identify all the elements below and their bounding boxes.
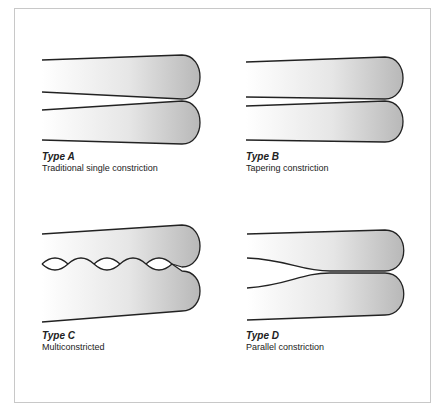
type-heading: Type D [246,330,279,342]
type-description: Multiconstricted [42,342,105,352]
type-heading: Type C [42,330,75,342]
type-description: Parallel constriction [246,342,324,352]
frame [15,9,431,403]
lower-lobe [42,258,200,322]
type-description: Traditional single constriction [42,163,158,173]
upper-lobe [247,230,404,271]
lower-lobe [246,101,403,142]
lower-lobe [247,273,404,320]
lower-lobe [42,101,200,144]
type-description: Tapering constriction [246,163,329,173]
upper-lobe [246,57,403,99]
type-heading: Type A [42,151,75,163]
upper-lobe [42,55,200,99]
type-heading: Type B [246,151,279,163]
